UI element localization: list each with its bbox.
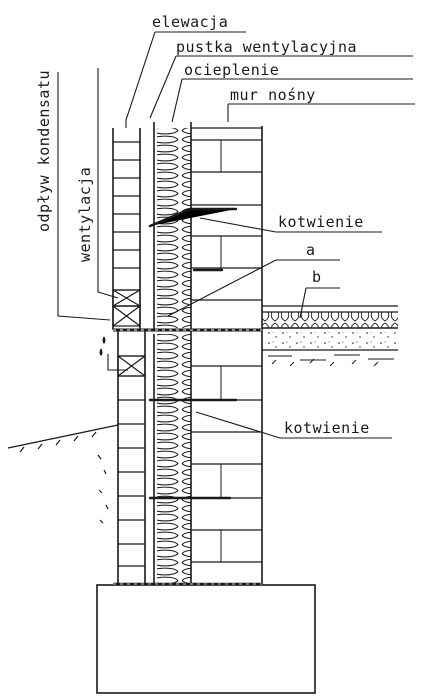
label-elewacja: elewacja	[152, 13, 229, 31]
ground-line	[7, 424, 119, 524]
label-a: a	[306, 241, 316, 259]
floor-slab	[262, 305, 398, 367]
label-ocieplenie: ocieplenie	[184, 61, 280, 79]
ventilation-brick-lower	[112, 305, 141, 327]
label-b: b	[312, 268, 322, 286]
label-kotwienie-upper: kotwienie	[278, 213, 364, 231]
load-bearing-wall	[191, 126, 263, 585]
damp-proof-course	[113, 328, 262, 586]
label-kotwienie-lower: kotwienie	[284, 419, 370, 437]
foundation	[96, 584, 316, 694]
label-odplyw-kondensatu: odpływ kondensatu	[35, 69, 53, 232]
wall-ties	[148, 207, 238, 500]
label-pustka-wentylacyjna: pustka wentylacyjna	[176, 38, 358, 56]
ventilation-brick-bottom	[117, 355, 146, 377]
label-wentylacja: wentylacja	[76, 166, 94, 262]
label-mur-nosny: mur nośny	[230, 86, 316, 104]
insulation-layer	[153, 122, 192, 585]
condensate-drops	[99, 336, 106, 356]
leader-lines	[57, 31, 415, 439]
